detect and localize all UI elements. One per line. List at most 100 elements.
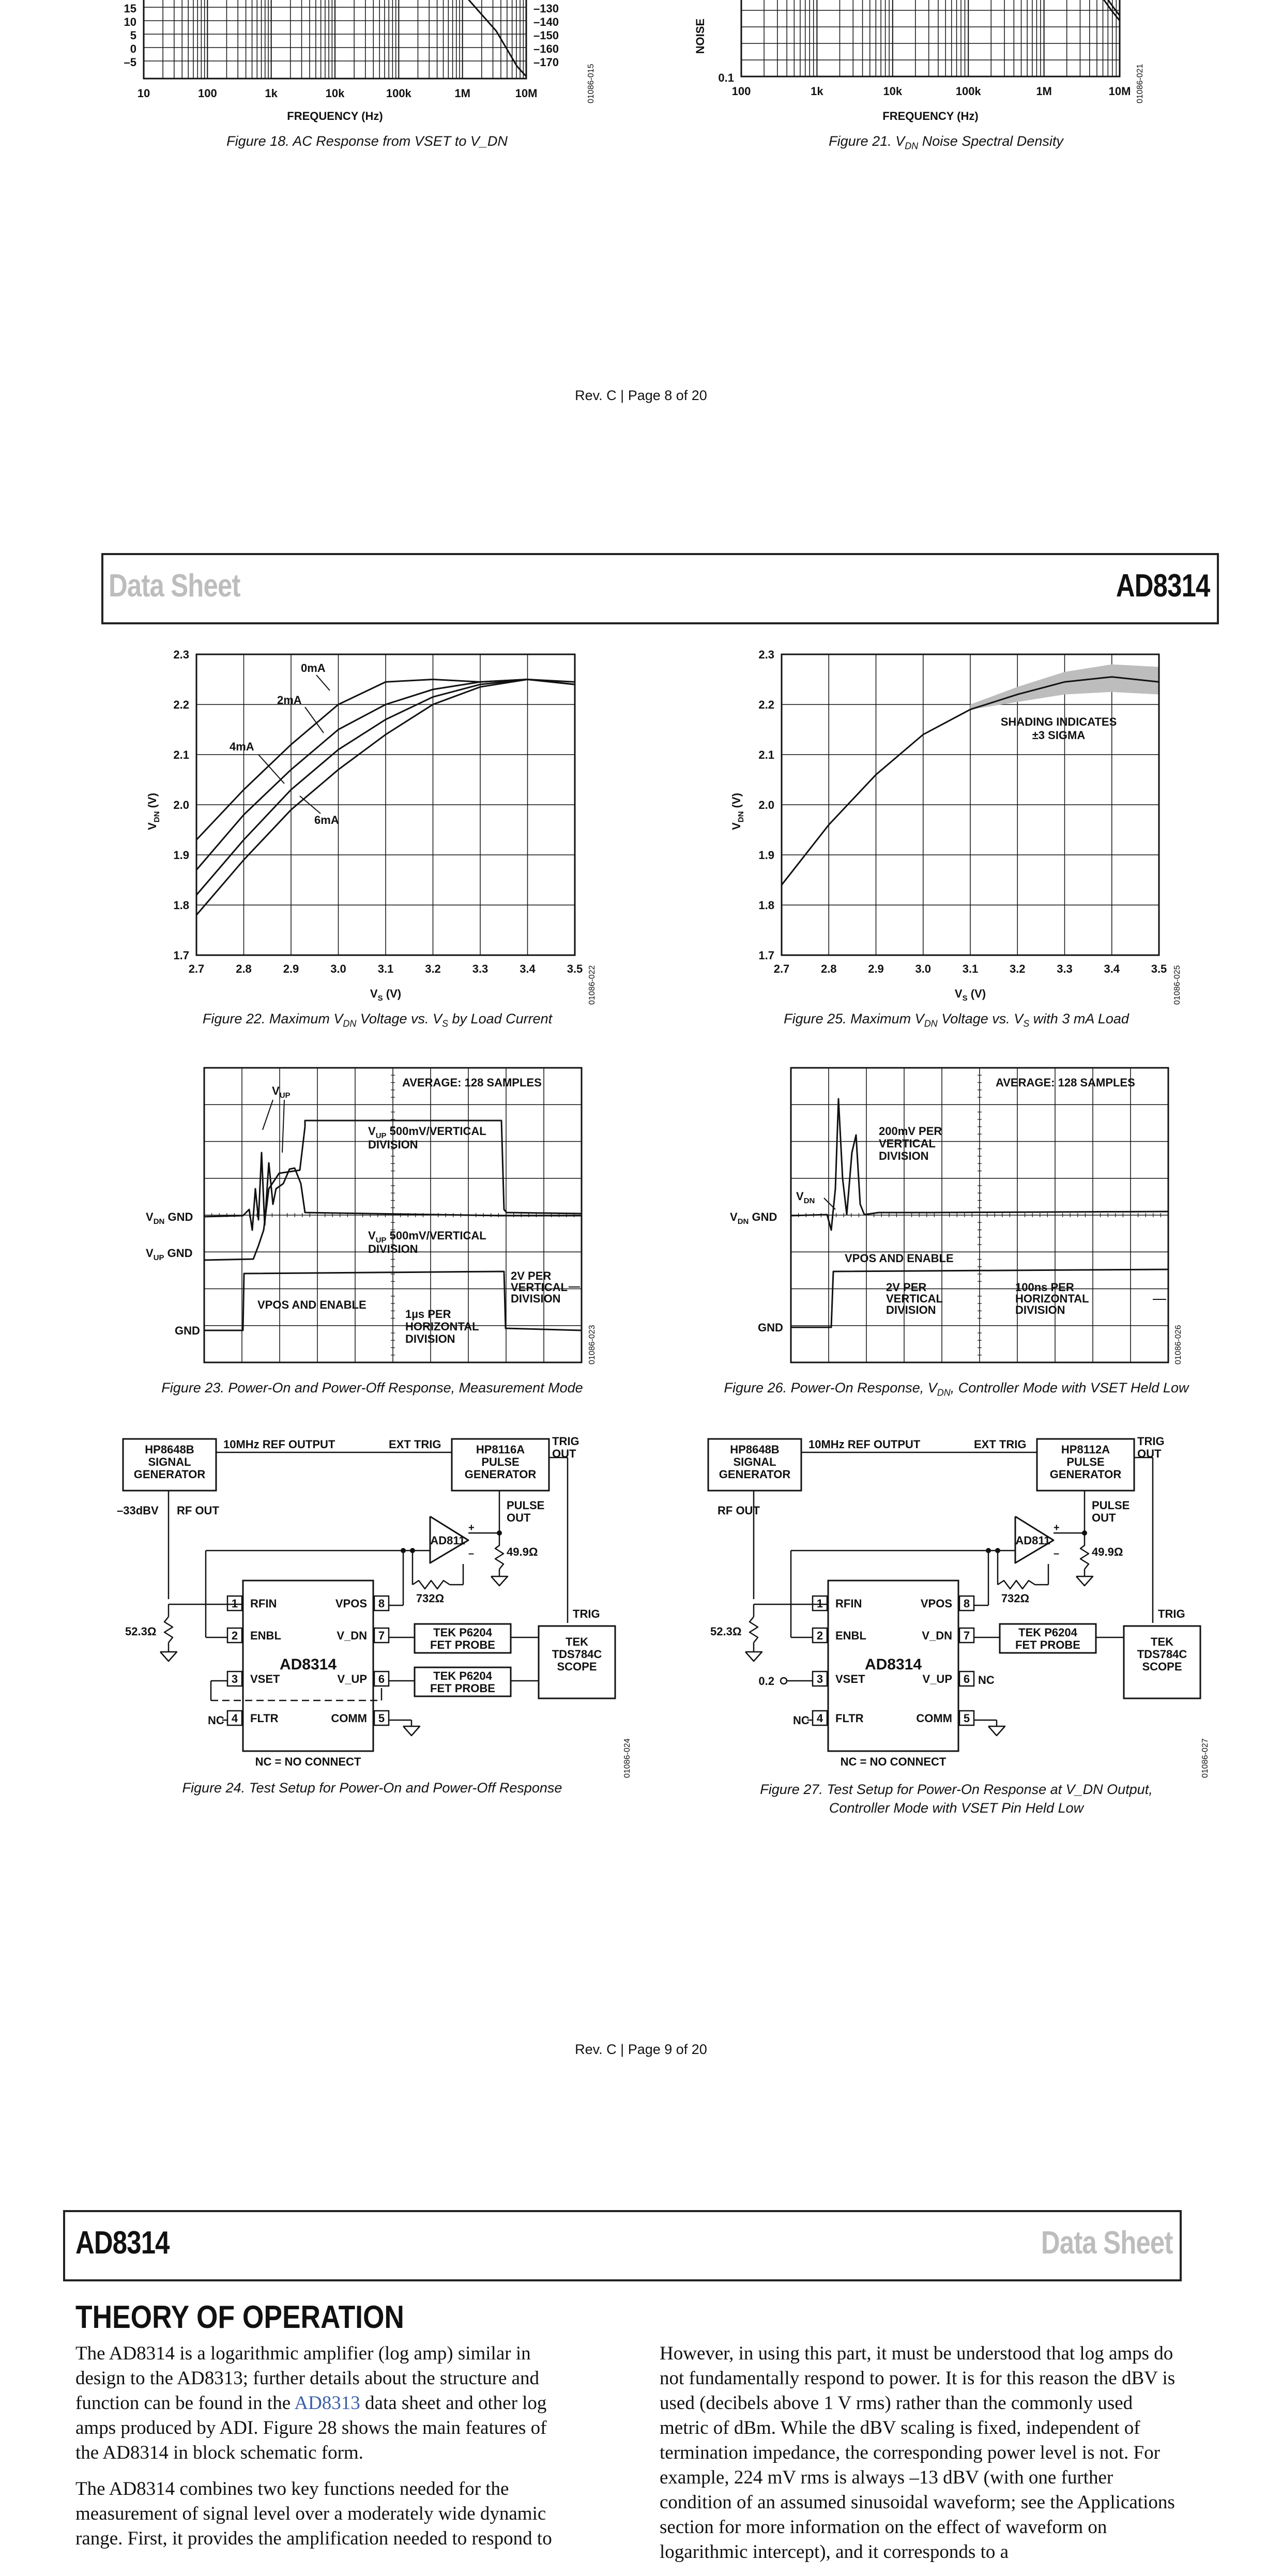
header-data-sheet: Data Sheet	[109, 568, 240, 604]
nc-note: NC = NO CONNECT	[841, 1755, 947, 1768]
pulse-gen-label: HP8116A	[476, 1443, 525, 1456]
paragraph: However, in using this part, it must be …	[660, 2343, 1176, 2563]
fig23-gnd: GND	[175, 1324, 200, 1337]
resistor-732-label: 732Ω	[1001, 1592, 1029, 1605]
fig25-y-tick: 2.0	[758, 799, 774, 811]
fig25-x-tick: 2.9	[868, 962, 884, 975]
fig22-y-tick: 2.0	[173, 799, 189, 811]
fig23-arrow	[262, 1099, 273, 1130]
chip-box	[827, 1580, 959, 1752]
ref-out-label: 10MHz REF OUTPUT	[808, 1438, 921, 1451]
fig24-code: 01086-024	[623, 1738, 632, 1778]
ext-trig-label: EXT TRIG	[974, 1438, 1026, 1451]
fig22-x-tick: 3.3	[472, 962, 489, 975]
fig22-label-4mA: 4mA	[230, 740, 254, 753]
rf-out-label: RF OUT	[718, 1504, 760, 1517]
pin-num-box	[373, 1595, 390, 1612]
resistor-732	[412, 1580, 450, 1590]
sig-gen-label: GENERATOR	[134, 1468, 206, 1481]
probe-label: TEK P6204	[433, 1626, 492, 1639]
fig25-plot-frame	[781, 653, 1160, 956]
fig23-vup-gnd: VUP GND	[146, 1247, 193, 1262]
figure25-caption: Figure 25. Maximum VDN Voltage vs. VS wi…	[784, 1011, 1129, 1029]
pin-name: ENBL	[835, 1629, 866, 1642]
nc-note: NC = NO CONNECT	[255, 1755, 361, 1768]
fig22-series-line	[195, 678, 575, 871]
resistor-49	[494, 1533, 505, 1570]
fig25-y-tick: 1.8	[758, 899, 774, 912]
trig-out-label: TRIG	[1137, 1435, 1165, 1448]
fig22-y-tick: 1.9	[173, 849, 189, 862]
pin-name: VPOS	[335, 1597, 367, 1610]
pin-num: 4	[232, 1712, 238, 1725]
pin-num: 3	[817, 1673, 823, 1685]
vset-terminal	[780, 1677, 788, 1685]
fig22-x-label: VS (V)	[370, 987, 401, 1003]
pin-num-box	[812, 1710, 828, 1726]
pin-num-box	[226, 1710, 243, 1726]
fig22-arrow	[316, 674, 330, 691]
fig23-code: 01086-023	[588, 1325, 597, 1364]
pin-num: 8	[378, 1597, 385, 1610]
page8-footer: Rev. C | Page 8 of 20	[575, 388, 707, 403]
sig-gen-label: HP8648B	[145, 1443, 194, 1456]
fig18-trace	[468, 0, 527, 78]
fig22-plot-frame	[195, 653, 576, 956]
pin-num-box	[373, 1670, 390, 1687]
pin-num-box	[958, 1595, 975, 1612]
fltr-nc: NC	[208, 1714, 224, 1727]
pulse-out-label: PULSE	[1092, 1499, 1130, 1512]
fig26-h-label: HORIZONTAL	[1015, 1292, 1089, 1305]
fig18-y-tick-right: –130	[533, 2, 559, 15]
pin-name: V_DN	[337, 1629, 367, 1642]
fig23-div-label-2: DIVISION	[368, 1243, 418, 1255]
probe-box	[414, 1666, 512, 1697]
pin-num: 4	[817, 1712, 823, 1725]
ad8313-link[interactable]: AD8313	[294, 2393, 360, 2414]
fig26-div2-label: VERTICAL	[886, 1292, 943, 1305]
pulse-gen-label: PULSE	[1066, 1455, 1104, 1468]
fig23-v2-label: DIVISION	[511, 1292, 561, 1305]
pin-name: VSET	[250, 1673, 280, 1685]
gnd-symbol	[745, 1651, 763, 1662]
fig25-y-tick: 2.1	[758, 748, 774, 761]
fig22-x-tick: 3.5	[567, 962, 583, 975]
fig26-average-label: AVERAGE: 128 SAMPLES	[996, 1076, 1135, 1089]
scope-label: SCOPE	[557, 1660, 597, 1673]
fig21-y-tick: 0.1	[718, 71, 734, 84]
fig22-y-label: VDN (V)	[146, 793, 161, 830]
fig25-x-label: VS (V)	[955, 987, 986, 1003]
pin-name: COMM	[331, 1712, 367, 1725]
fig26-gnd: GND	[758, 1321, 783, 1334]
fig25-x-tick: 3.0	[915, 962, 931, 975]
fig23-v2-label: 2V PER	[511, 1269, 551, 1282]
fig22-arrow	[299, 795, 321, 814]
fig25-series-line	[781, 676, 1159, 886]
pin-num: 6	[964, 1673, 970, 1685]
fig21-x-label: FREQUENCY (Hz)	[882, 110, 978, 122]
pin-num: 1	[232, 1597, 238, 1610]
fig25-y-tick: 1.9	[758, 849, 774, 862]
fig23-average-label: AVERAGE: 128 SAMPLES	[402, 1076, 542, 1089]
pin-name: VPOS	[921, 1597, 952, 1610]
fig25-y-tick: 1.7	[758, 949, 774, 962]
scope-label: TDS784C	[1137, 1648, 1187, 1661]
pulse-out-label: PULSE	[507, 1499, 544, 1512]
fig22-x-tick: 3.4	[520, 962, 536, 975]
fig18-x-tick: 100k	[386, 87, 412, 100]
header-product: AD8314	[75, 2225, 170, 2261]
fltr-nc: NC	[793, 1714, 810, 1727]
fig22-x-tick: 3.1	[378, 962, 394, 975]
fig18-x-tick: 10k	[326, 87, 345, 100]
gnd-symbol	[491, 1575, 509, 1587]
pin-num: 8	[964, 1597, 970, 1610]
fig18-x-label: FREQUENCY (Hz)	[287, 110, 383, 122]
fig18-x-tick: 100	[198, 87, 217, 100]
fig21-trace	[1103, 0, 1121, 21]
chip-name: AD8314	[280, 1656, 337, 1673]
fig18-y-tick-left: 0	[130, 42, 136, 55]
resistor-49-label: 49.9Ω	[1092, 1545, 1123, 1558]
fig25-y-tick: 2.2	[758, 698, 774, 711]
